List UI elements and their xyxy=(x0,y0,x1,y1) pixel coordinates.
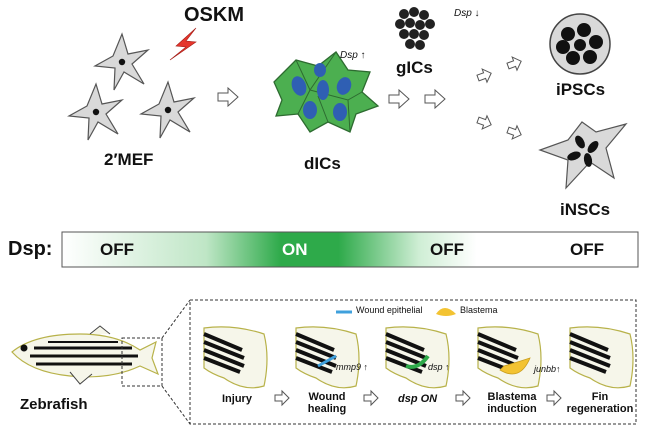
dsp-bar-label: Dsp: xyxy=(8,238,53,260)
arrow-right-icon xyxy=(475,112,495,132)
wound-epithelial-mark xyxy=(317,354,337,368)
regeneration-panel xyxy=(189,299,637,425)
oskm-label: OSKM xyxy=(184,4,244,26)
fin-stage-injury xyxy=(202,324,269,390)
legend-wound-epithelial: Wound epithelial xyxy=(356,305,423,315)
junbb-annotation: junbb↑ xyxy=(534,364,561,374)
stage-fin-label: Fin regeneration xyxy=(566,391,634,415)
stage-wound-line-1: Wound xyxy=(308,391,346,403)
dsp-state-3: OFF xyxy=(430,240,464,259)
arrow-right-icon xyxy=(475,66,495,86)
dsp-annotation: dsp ↑ xyxy=(428,362,450,372)
zebrafish-figure xyxy=(11,325,160,385)
mef-cell xyxy=(140,81,195,139)
ipscs-label: iPSCs xyxy=(556,80,606,99)
arrow-right-icon xyxy=(546,390,562,406)
gics-cluster xyxy=(395,7,435,50)
fin-stage-wound-healing xyxy=(294,324,361,390)
arrow-right-icon xyxy=(363,390,379,406)
stage-wound-label: Wound healing xyxy=(307,391,347,415)
dics-cluster xyxy=(273,51,380,133)
mef-cells xyxy=(68,33,195,141)
arrow-right-icon xyxy=(424,89,446,109)
dsp-up-annotation: Dsp ↑ xyxy=(340,50,366,61)
mef-label: 2′MEF xyxy=(104,150,154,169)
zebrafish-label: Zebrafish xyxy=(20,396,88,413)
dsp-state-2: ON xyxy=(282,240,308,259)
lightning-icon xyxy=(169,27,197,61)
dsp-status-bar xyxy=(61,231,639,268)
stage-blastema-line-2: induction xyxy=(487,403,537,415)
mef-cell xyxy=(94,33,149,91)
insc-cell xyxy=(538,121,628,190)
arrow-right-icon xyxy=(217,87,239,107)
stage-wound-line-2: healing xyxy=(307,403,347,415)
dsp-state-1: OFF xyxy=(100,240,134,259)
legend-blastema: Blastema xyxy=(460,305,498,315)
mmp9-annotation: mmp9 ↑ xyxy=(336,362,369,372)
inscs-label: iNSCs xyxy=(560,200,611,219)
stage-blastema-line-1: Blastema xyxy=(487,391,537,403)
fin-stage-dsp-on xyxy=(384,324,451,390)
stage-dsp-on-label: dsp ON xyxy=(398,393,438,405)
fin-stage-blastema xyxy=(476,324,543,390)
blastema-swatch xyxy=(436,308,456,316)
dsp-down-annotation: Dsp ↓ xyxy=(454,8,480,19)
arrow-right-icon xyxy=(505,122,525,142)
arrow-right-icon xyxy=(505,54,525,74)
stage-fin-line-1: Fin xyxy=(591,391,609,403)
stage-fin-line-2: regeneration xyxy=(566,403,634,415)
dics-label: dICs xyxy=(304,154,341,173)
arrow-right-icon xyxy=(455,390,471,406)
blastema-mark xyxy=(499,357,531,375)
stage-injury-label: Injury xyxy=(222,393,252,405)
tail-zoom-box xyxy=(121,337,163,387)
arrow-right-icon xyxy=(388,89,410,109)
mef-cell xyxy=(68,83,123,141)
dsp-state-4: OFF xyxy=(570,240,604,259)
fin-stage-regeneration xyxy=(568,324,635,390)
dsp-mark xyxy=(405,354,430,369)
ipsc-colony xyxy=(549,13,611,75)
gics-label: gICs xyxy=(396,58,433,77)
arrow-right-icon xyxy=(274,390,290,406)
stage-blastema-label: Blastema induction xyxy=(486,391,538,415)
